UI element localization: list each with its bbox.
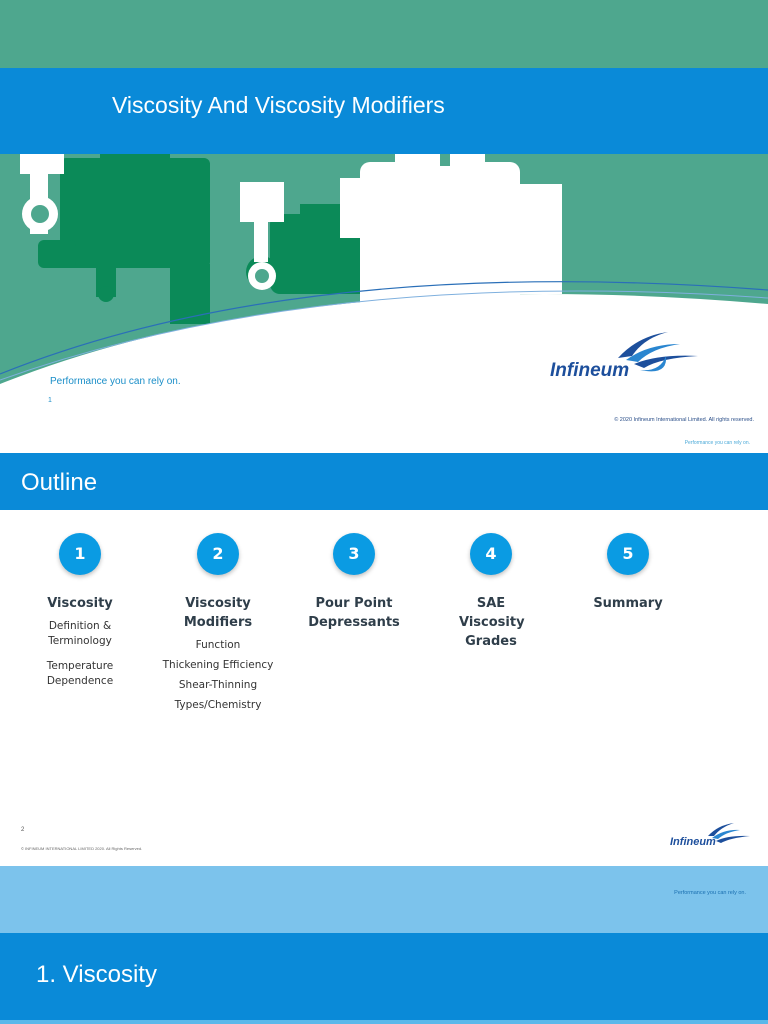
logo-text: Infineum bbox=[670, 836, 716, 848]
bottom-strip bbox=[0, 1020, 768, 1024]
copyright: © INFINEUM INTERNATIONAL LIMITED 2020. A… bbox=[21, 846, 143, 851]
outline-item-2: 2 Viscosity Modifiers Function Thickenin… bbox=[148, 533, 288, 713]
item-title: Summary bbox=[593, 596, 663, 611]
outline-item-1: 1 Viscosity Definition & Terminology Tem… bbox=[10, 533, 150, 689]
white-engine-graphic bbox=[340, 154, 562, 312]
item-sub: Terminology bbox=[48, 635, 112, 647]
item-sub: Thickening Efficiency bbox=[162, 659, 274, 671]
item-sub: Types/Chemistry bbox=[174, 699, 262, 711]
number-circle: 3 bbox=[333, 533, 375, 575]
tagline: Performance you can rely on. bbox=[50, 376, 181, 387]
title-slide: Viscosity And Viscosity Modifiers bbox=[0, 0, 768, 453]
section-header-band bbox=[0, 933, 768, 1024]
copyright: © 2020 Infineum International Limited. A… bbox=[614, 417, 754, 423]
item-title: Viscosity bbox=[47, 596, 113, 611]
item-title-line2: Modifiers bbox=[183, 615, 253, 630]
number-circle: 1 bbox=[59, 533, 101, 575]
item-title: Viscosity Modifiers bbox=[148, 594, 288, 632]
logo-swirl-icon bbox=[708, 823, 750, 843]
outline-title: Outline bbox=[21, 469, 98, 496]
number-circle: 5 bbox=[607, 533, 649, 575]
top-teal-band bbox=[0, 0, 768, 68]
section-slide: Performance you can rely on. 1. Viscosit… bbox=[0, 866, 768, 1024]
outline-item-5: 5 Summary bbox=[558, 533, 698, 613]
item-sub: Shear-Thinning bbox=[178, 679, 258, 691]
item-sub: Temperature bbox=[46, 660, 114, 672]
engine-illustration bbox=[0, 154, 768, 384]
slide-title: Viscosity And Viscosity Modifiers bbox=[112, 92, 445, 118]
infineum-logo: Infineum bbox=[548, 326, 704, 391]
outline-item-3: 3 Pour Point Depressants bbox=[284, 533, 424, 632]
piston-graphics bbox=[20, 154, 284, 290]
light-blue-band bbox=[0, 866, 768, 933]
number-circle: 4 bbox=[470, 533, 512, 575]
section-title: 1. Viscosity bbox=[36, 961, 157, 988]
infineum-logo-small: Infineum bbox=[668, 820, 752, 857]
logo-text: Infineum bbox=[550, 360, 630, 381]
outline-header-band bbox=[0, 453, 768, 510]
item-title: Pour Point Depressants bbox=[308, 596, 400, 630]
item-sub: Dependence bbox=[46, 675, 114, 687]
tagline-small: Performance you can rely on. bbox=[684, 440, 750, 446]
title-band bbox=[0, 68, 768, 154]
logo-swirl-icon bbox=[618, 332, 698, 372]
item-sub: Definition & bbox=[48, 620, 112, 632]
outline-slide: Outline 1 Viscosity Definition & Termino… bbox=[0, 453, 768, 866]
page-number: 2 bbox=[21, 827, 25, 833]
tagline-small: Performance you can rely on. bbox=[674, 890, 746, 896]
page-number: 1 bbox=[48, 397, 52, 404]
item-sub: Function bbox=[195, 639, 241, 651]
item-title: SAE Viscosity Grades bbox=[459, 596, 525, 649]
item-title-line1: Viscosity bbox=[185, 596, 251, 611]
outline-item-4: 4 SAE Viscosity Grades bbox=[421, 533, 561, 651]
number-circle: 2 bbox=[197, 533, 239, 575]
